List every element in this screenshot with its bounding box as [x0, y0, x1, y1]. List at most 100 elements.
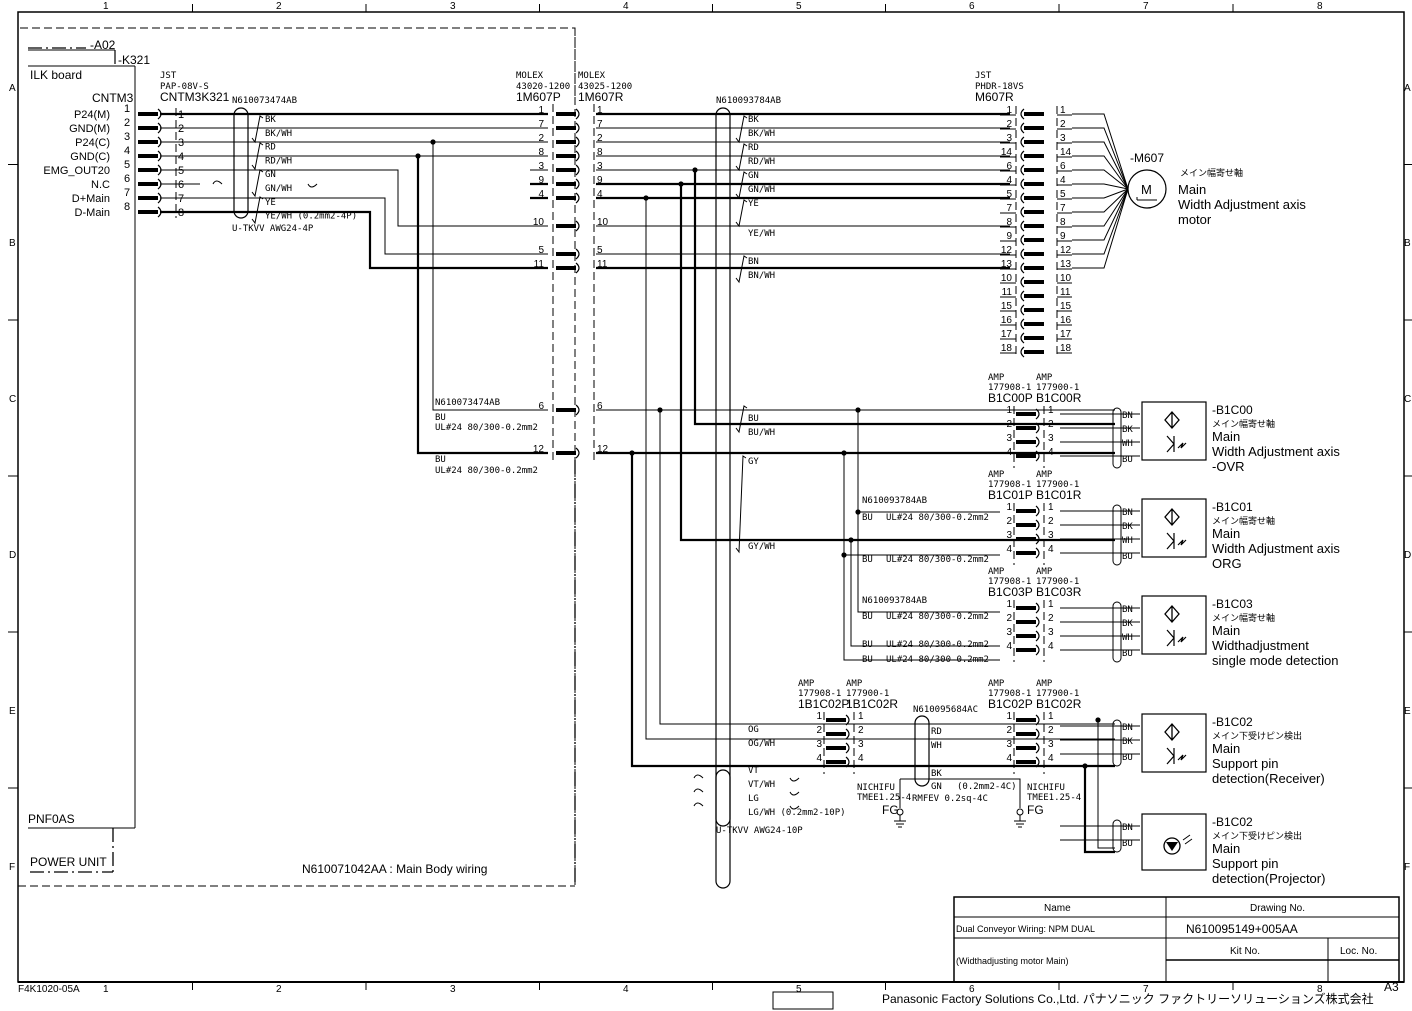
shield-wire-color: GN: [931, 782, 942, 792]
sensor-desc-line: Main: [1212, 841, 1240, 856]
cable-break: [693, 788, 704, 793]
bu-wire-label-2: BU: [435, 455, 446, 465]
motor-ref: -M607: [1130, 151, 1164, 165]
cntm3k321-pin-number: 7: [178, 193, 184, 205]
shield-wire-color: WH: [931, 741, 942, 751]
frame-column-label: 2: [276, 1, 282, 12]
sensor-wire-color: BK: [1122, 619, 1133, 629]
sensor-desc-line: Main: [1212, 429, 1240, 444]
cntm3-pin-signal: GND(C): [70, 151, 110, 163]
terminal-maker-2: NICHIFU: [1027, 783, 1065, 793]
sensor-jp-label: メイン幅寄せ軸: [1212, 418, 1275, 429]
cable3-wire-color: BU: [748, 414, 759, 424]
b1c01-receptacle-maker: AMP: [1036, 470, 1053, 480]
b1c03-pin-number: 1: [1006, 599, 1012, 610]
sensor-cable-oval: [1112, 504, 1122, 566]
sensor-wire-color: WH: [1122, 536, 1133, 546]
pin-socket: [1035, 616, 1040, 628]
b1c01-pin-number: 2: [1006, 516, 1012, 527]
pin-socket: [1035, 519, 1040, 531]
frame-column-label: 2: [276, 984, 282, 995]
sensor-cable-oval: [1112, 719, 1122, 767]
m607r-jst-part: PHDR-18VS: [975, 82, 1024, 92]
b1c00-plug-ref: B1C00P: [988, 391, 1033, 405]
wire: [1072, 183, 1129, 190]
pin-socket: [1020, 290, 1025, 302]
pin-socket: [575, 178, 580, 190]
wire: [850, 540, 1000, 647]
m607r-jst-pin-number: 10: [1060, 273, 1072, 284]
b1c02-2-pin-number: 3: [1048, 739, 1054, 750]
b1c02-1-pin-number: 1: [816, 711, 822, 722]
sensor-wire-color: BN: [1122, 411, 1133, 421]
sensor-wire-color: BU: [1122, 753, 1133, 763]
m607p-pin-number: 9: [538, 175, 544, 186]
cntm3-pin-number: 2: [124, 117, 130, 129]
fg-label-2: FG: [1027, 803, 1044, 817]
cntm3k321-pin-number: 2: [178, 123, 184, 135]
frame-row-label: E: [9, 706, 16, 717]
b1c02-2-receptacle-part: 177900-1: [1036, 689, 1079, 699]
cable2-wire-color: YE: [748, 199, 759, 209]
b1c00-pin-number: 1: [1048, 405, 1054, 416]
cable2-wire-color: RD: [748, 143, 759, 153]
m607r-jst-pin-number: 1: [1060, 105, 1066, 116]
b1c01-pin-number: 3: [1006, 530, 1012, 541]
wire: [1072, 155, 1129, 190]
sensor-desc-line: detection(Receiver): [1212, 771, 1325, 786]
b1c02-1-pin-number: 4: [816, 753, 822, 764]
m607r-jst-pin-number: 13: [1001, 259, 1013, 270]
cable3-wire-color: GY: [748, 457, 759, 467]
wire: [1072, 141, 1129, 190]
sensor-ref: -B1C02: [1212, 715, 1253, 729]
frame-column-label: 6: [969, 1, 975, 12]
pin-socket: [1035, 533, 1040, 545]
cntm3k321-pin-number: 5: [178, 165, 184, 177]
cable2-wire-color: BN: [748, 257, 759, 267]
twist-pair-mark: [735, 405, 748, 434]
pin-socket: [575, 248, 580, 260]
cable2-wire-color: GN/WH: [748, 185, 775, 195]
bu-wire-spec: UL#24 80/300-0.2mm2: [886, 612, 989, 622]
ilk-board: -A02 -K321 ILK board CNTM3 PNF0AS POWER …: [28, 38, 487, 876]
twist-pair-mark: [251, 169, 264, 198]
b1c02-2-plug-maker: AMP: [988, 679, 1005, 689]
pin-socket: [845, 756, 850, 768]
wire: [679, 184, 1115, 542]
m607r-jst-pin-number: 5: [1060, 189, 1066, 200]
title-name-header: Name: [1044, 903, 1071, 914]
sensor-cable-ref: N610093784AB: [862, 596, 927, 606]
frame-row-label: B: [1404, 238, 1411, 249]
k321-label: -K321: [118, 53, 150, 67]
frame-row-label: A: [9, 83, 16, 94]
twist-pair-mark: [735, 115, 748, 144]
cntm3-pin-signal: D+Main: [72, 193, 110, 205]
cntm3k321-part: PAP-08V-S: [160, 82, 209, 92]
title-block: Name Drawing No. Dual Conveyor Wiring: N…: [953, 896, 1400, 983]
bu-cable-ref: N610073474AB: [435, 398, 500, 408]
pin-socket: [1020, 122, 1025, 134]
terminal-part-1: TMEE1.25-4: [857, 793, 911, 803]
m607p-pin-number: 10: [533, 217, 545, 228]
sensor-ref: -B1C02: [1212, 815, 1253, 829]
sensor-wire-color: WH: [1122, 439, 1133, 449]
footer-box: [772, 991, 834, 1010]
frame-column-label: 8: [1317, 1, 1323, 12]
form-code: F4K1020-05A: [18, 984, 80, 995]
frame-row-label: E: [1404, 706, 1411, 717]
m607r-pin-number: 1: [597, 105, 603, 116]
pin-socket: [1035, 630, 1040, 642]
b1c02-1-plug-ref: 1B1C02P: [798, 697, 849, 711]
wire: [843, 453, 1000, 661]
led-emitter-icon: [1166, 842, 1178, 851]
b1c01-pin-number: 1: [1006, 502, 1012, 513]
sensor-desc-line: Main: [1212, 623, 1240, 638]
pin-socket: [575, 122, 580, 134]
pin-socket: [1020, 318, 1025, 330]
m607r-pin-number: 10: [597, 217, 609, 228]
m607r-jst-pin-number: 11: [1060, 287, 1071, 298]
frame-column-label: 7: [1143, 1, 1149, 12]
wire: [1072, 188, 1129, 199]
b1c03-plug-maker: AMP: [988, 567, 1005, 577]
